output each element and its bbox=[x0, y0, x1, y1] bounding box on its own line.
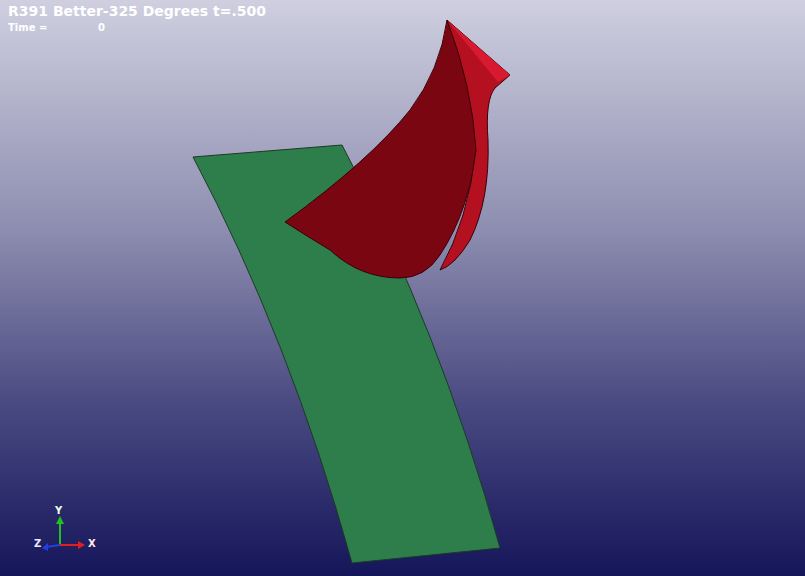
axis-label: X bbox=[88, 538, 96, 549]
time-label: Time = bbox=[8, 22, 47, 33]
red-part-side bbox=[440, 20, 510, 270]
axis-label: Y bbox=[55, 505, 62, 516]
red-part bbox=[285, 20, 478, 278]
axis-triad bbox=[42, 516, 85, 551]
red-part-top bbox=[447, 20, 510, 82]
axis-label: Z bbox=[34, 538, 41, 549]
plot-title: R391 Better-325 Degrees t=.500 bbox=[8, 4, 266, 19]
time-value: 0 bbox=[98, 22, 105, 33]
